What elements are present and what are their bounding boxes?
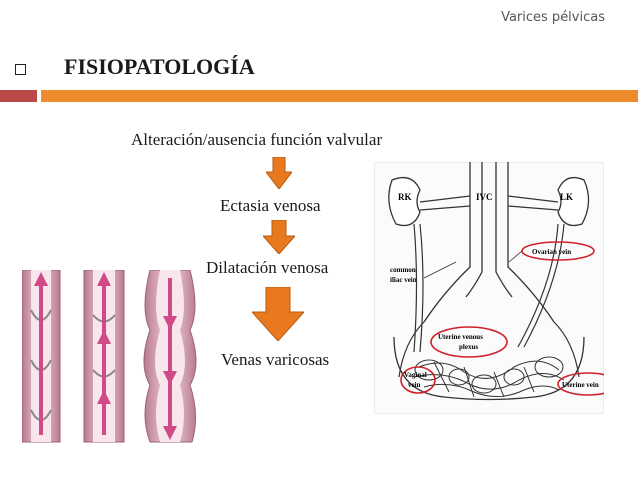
uterine-plexus-label-1: Uterine venous [438, 333, 483, 341]
title-rule [41, 90, 638, 102]
bullet-icon [15, 64, 26, 75]
ivc-label: IVC [476, 192, 493, 202]
varicose-vein [143, 270, 197, 443]
rk-label: RK [398, 192, 412, 202]
vaginal-vein-callout [400, 366, 436, 394]
incompetent-vein [83, 270, 125, 443]
lk-label: LK [560, 192, 573, 202]
venous-plexus [413, 356, 565, 398]
step-varicose: Venas varicosas [221, 350, 330, 369]
step-ectasia: Ectasia venosa [220, 196, 321, 215]
title-rule-accent [0, 90, 37, 102]
common-iliac-label-2: iliac vein [390, 276, 417, 284]
down-arrow-icon [266, 157, 292, 189]
vaginal-vein-label-1: Vaginal [404, 371, 427, 379]
pelvic-veins-diagram: RK IVC LK common iliac vein Ovarian vein… [374, 162, 604, 414]
ivc [423, 162, 555, 323]
vein-valve-illustration [22, 270, 197, 443]
common-iliac-label-1: common [390, 266, 416, 274]
down-arrow-icon [263, 220, 295, 254]
right-kidney [388, 176, 421, 227]
uterine-plexus-callout [430, 326, 508, 358]
slide-header: Varices pélvicas [501, 10, 605, 25]
uterine-plexus-label-2: plexus [459, 343, 478, 351]
step-valve-failure: Alteración/ausencia función valvular [131, 130, 383, 149]
down-arrow-icon [252, 287, 304, 341]
slide-title: FISIOPATOLOGÍA [64, 54, 255, 79]
normal-vein [22, 270, 61, 443]
vaginal-vein-label-2: vein [408, 381, 421, 389]
uterine-vein-callout [557, 372, 604, 396]
ovarian-vein-label: Ovarian vein [532, 248, 571, 256]
uterine-vein-label: Uterine vein [562, 381, 599, 389]
step-dilatation: Dilatación venosa [206, 258, 329, 277]
left-kidney [557, 176, 590, 227]
